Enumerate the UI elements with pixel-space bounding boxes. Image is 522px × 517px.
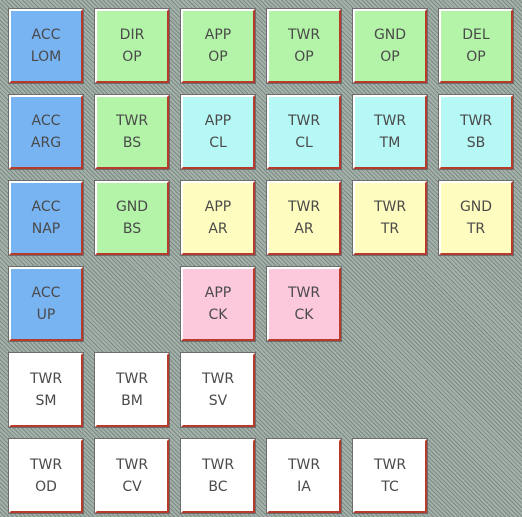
tile-line2: LOM xyxy=(30,49,62,65)
tile-line1: TWR xyxy=(287,199,321,215)
tile-line1: TWR xyxy=(287,27,321,43)
tile-twr-ia[interactable]: TWR IA xyxy=(266,438,342,514)
tile-twr-tr[interactable]: TWR TR xyxy=(352,180,428,256)
tile-line1: TWR xyxy=(459,113,493,129)
tile-line1: APP xyxy=(204,113,232,129)
tile-line1: APP xyxy=(204,285,232,301)
tile-line2: CK xyxy=(208,307,228,323)
tile-line2: OP xyxy=(122,49,142,65)
tile-line2: IA xyxy=(297,479,311,495)
tile-line2: BC xyxy=(208,479,228,495)
tile-line2: CK xyxy=(294,307,314,323)
tile-line2: TC xyxy=(381,479,399,495)
tile-line1: TWR xyxy=(201,457,235,473)
tile-line1: TWR xyxy=(287,285,321,301)
tile-app-op[interactable]: APP OP xyxy=(180,8,256,84)
tile-line1: TWR xyxy=(373,457,407,473)
tile-line2: SB xyxy=(466,135,486,151)
tile-twr-tm[interactable]: TWR TM xyxy=(352,94,428,170)
tile-line2: AR xyxy=(208,221,228,237)
tile-twr-sv[interactable]: TWR SV xyxy=(180,352,256,428)
tile-app-ck[interactable]: APP CK xyxy=(180,266,256,342)
tile-app-ar[interactable]: APP AR xyxy=(180,180,256,256)
tile-line2: ARG xyxy=(30,135,62,151)
tile-line1: TWR xyxy=(115,113,149,129)
tile-twr-bm[interactable]: TWR BM xyxy=(94,352,170,428)
tile-twr-sb[interactable]: TWR SB xyxy=(438,94,514,170)
tile-line1: GND xyxy=(459,199,493,215)
tile-gnd-tr[interactable]: GND TR xyxy=(438,180,514,256)
tile-acc-lom[interactable]: ACC LOM xyxy=(8,8,84,84)
tile-gnd-bs[interactable]: GND BS xyxy=(94,180,170,256)
tile-line1: TWR xyxy=(373,113,407,129)
tile-line1: GND xyxy=(115,199,149,215)
tile-line2: NAP xyxy=(31,221,61,237)
tile-line2: BS xyxy=(122,221,142,237)
tile-line1: ACC xyxy=(31,285,61,301)
tile-line1: TWR xyxy=(287,457,321,473)
tile-line2: UP xyxy=(36,307,56,323)
tile-twr-od[interactable]: TWR OD xyxy=(8,438,84,514)
tile-line2: SV xyxy=(208,393,228,409)
tile-line1: TWR xyxy=(29,371,63,387)
tile-del-op[interactable]: DEL OP xyxy=(438,8,514,84)
tile-twr-ar[interactable]: TWR AR xyxy=(266,180,342,256)
tile-line2: OP xyxy=(294,49,314,65)
tile-line2: BS xyxy=(122,135,142,151)
tile-line2: OP xyxy=(208,49,228,65)
tile-line1: APP xyxy=(204,199,232,215)
tile-twr-cl[interactable]: TWR CL xyxy=(266,94,342,170)
tile-line1: DEL xyxy=(462,27,490,43)
tile-line1: APP xyxy=(204,27,232,43)
tile-line1: TWR xyxy=(115,457,149,473)
tile-acc-arg[interactable]: ACC ARG xyxy=(8,94,84,170)
tile-line1: ACC xyxy=(31,199,61,215)
tile-line2: CL xyxy=(295,135,313,151)
tile-twr-op[interactable]: TWR OP xyxy=(266,8,342,84)
tile-line1: TWR xyxy=(201,371,235,387)
tile-line2: OP xyxy=(466,49,486,65)
tile-line1: TWR xyxy=(373,199,407,215)
tile-acc-nap[interactable]: ACC NAP xyxy=(8,180,84,256)
tile-twr-sm[interactable]: TWR SM xyxy=(8,352,84,428)
tile-line2: BM xyxy=(121,393,143,409)
tile-line2: CL xyxy=(209,135,227,151)
tile-twr-bs[interactable]: TWR BS xyxy=(94,94,170,170)
tile-twr-tc[interactable]: TWR TC xyxy=(352,438,428,514)
tile-line1: DIR xyxy=(119,27,145,43)
tile-twr-ck[interactable]: TWR CK xyxy=(266,266,342,342)
tile-line2: OD xyxy=(35,479,57,495)
tile-line1: TWR xyxy=(29,457,63,473)
tile-line2: AR xyxy=(294,221,314,237)
tile-dir-op[interactable]: DIR OP xyxy=(94,8,170,84)
tile-line2: TR xyxy=(380,221,400,237)
tile-app-cl[interactable]: APP CL xyxy=(180,94,256,170)
tile-line1: GND xyxy=(373,27,407,43)
tile-twr-cv[interactable]: TWR CV xyxy=(94,438,170,514)
tile-line2: TR xyxy=(466,221,486,237)
tile-gnd-op[interactable]: GND OP xyxy=(352,8,428,84)
tile-line2: TM xyxy=(379,135,401,151)
tile-line2: CV xyxy=(122,479,142,495)
tile-line2: OP xyxy=(380,49,400,65)
tile-line1: ACC xyxy=(31,27,61,43)
tile-line1: TWR xyxy=(115,371,149,387)
tile-acc-up[interactable]: ACC UP xyxy=(8,266,84,342)
tile-twr-bc[interactable]: TWR BC xyxy=(180,438,256,514)
tile-line1: TWR xyxy=(287,113,321,129)
tile-line2: SM xyxy=(35,393,57,409)
tile-line1: ACC xyxy=(31,113,61,129)
